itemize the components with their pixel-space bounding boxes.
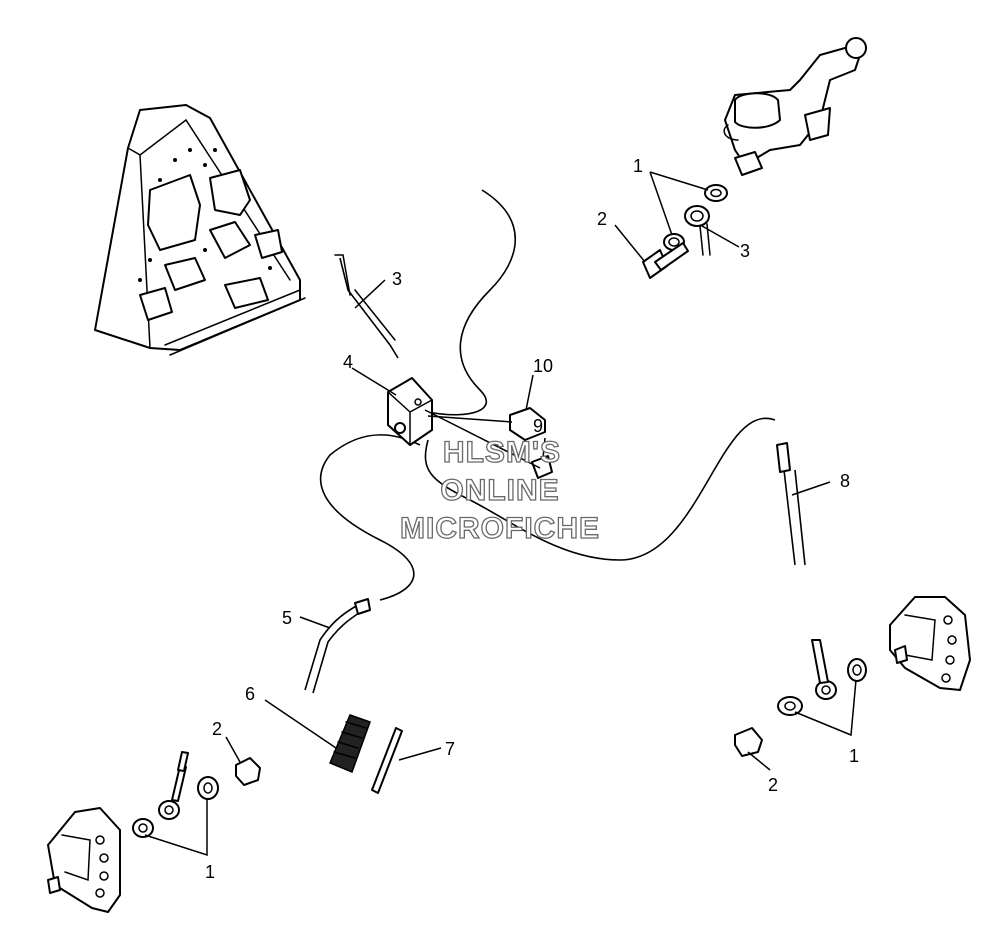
brake-lines: [319, 189, 806, 601]
watermark-line-1: HLSM'S: [443, 436, 561, 469]
callout-2-lower-right: 2: [768, 775, 778, 795]
bolt-and-fitting: [424, 407, 553, 479]
spring-6: [329, 714, 371, 773]
callout-2-top: 2: [597, 209, 607, 229]
callout-5: 5: [282, 608, 292, 628]
watermark: HLSM'S ONLINE MICROFICHE: [399, 435, 600, 545]
callout-4: 4: [343, 352, 353, 372]
callout-7: 7: [445, 739, 455, 759]
hose-5: [304, 598, 371, 694]
watermark-line-2: ONLINE: [440, 474, 559, 507]
callout-10: 10: [533, 356, 553, 376]
callout-2-lower-left: 2: [212, 719, 222, 739]
upper-fittings: [642, 184, 728, 279]
leader-lines: [144, 171, 857, 857]
lower-left-fittings: [132, 751, 261, 838]
callout-8: 8: [840, 471, 850, 491]
callout-1-lower-right: 1: [849, 746, 859, 766]
callout-1-top: 1: [633, 156, 643, 176]
junction-block: [387, 377, 433, 446]
callout-1-lower-left: 1: [205, 862, 215, 882]
watermark-line-3: MICROFICHE: [400, 512, 600, 545]
callout-3-top: 3: [740, 241, 750, 261]
callout-9: 9: [533, 416, 543, 436]
master-cylinder-lever: [723, 37, 867, 176]
frame-bracket: [94, 104, 306, 356]
rod-7: [371, 727, 403, 794]
callouts: 1 2 3 3 4 10 9 8 5 6 7 2 1 1 2: [205, 156, 859, 882]
caliper-lower-right: [889, 596, 971, 691]
callout-6: 6: [245, 684, 255, 704]
callout-3-hose: 3: [392, 269, 402, 289]
caliper-lower-left: [47, 807, 121, 913]
lower-right-fittings: [734, 639, 867, 757]
